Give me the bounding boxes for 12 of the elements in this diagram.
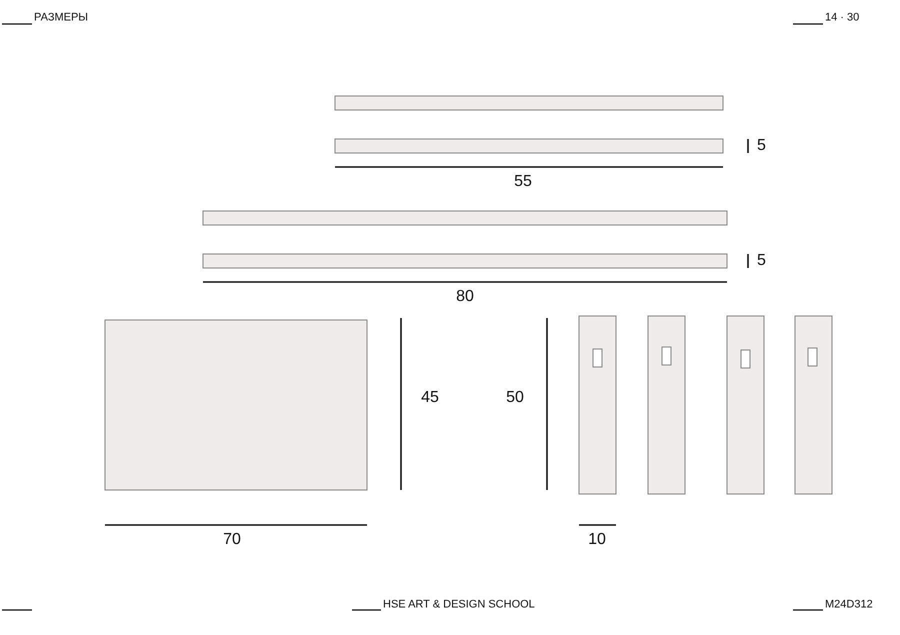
project-code: M24D312 [825, 600, 873, 610]
dimension-value: 5 [757, 138, 766, 154]
page-number: 14 · 30 [825, 12, 860, 24]
school-name: HSE ART & DESIGN SCHOOL [383, 600, 535, 610]
dimension-value: 70 [223, 532, 241, 548]
dimension-value: 55 [514, 174, 532, 190]
dimension-value: 5 [757, 253, 766, 269]
section-title: РАЗМЕРЫ [34, 12, 88, 24]
dimension-value: 10 [588, 532, 606, 548]
dimension-value: 45 [421, 390, 439, 406]
dimension-value: 80 [456, 289, 474, 305]
dimension-value: 50 [506, 390, 524, 406]
